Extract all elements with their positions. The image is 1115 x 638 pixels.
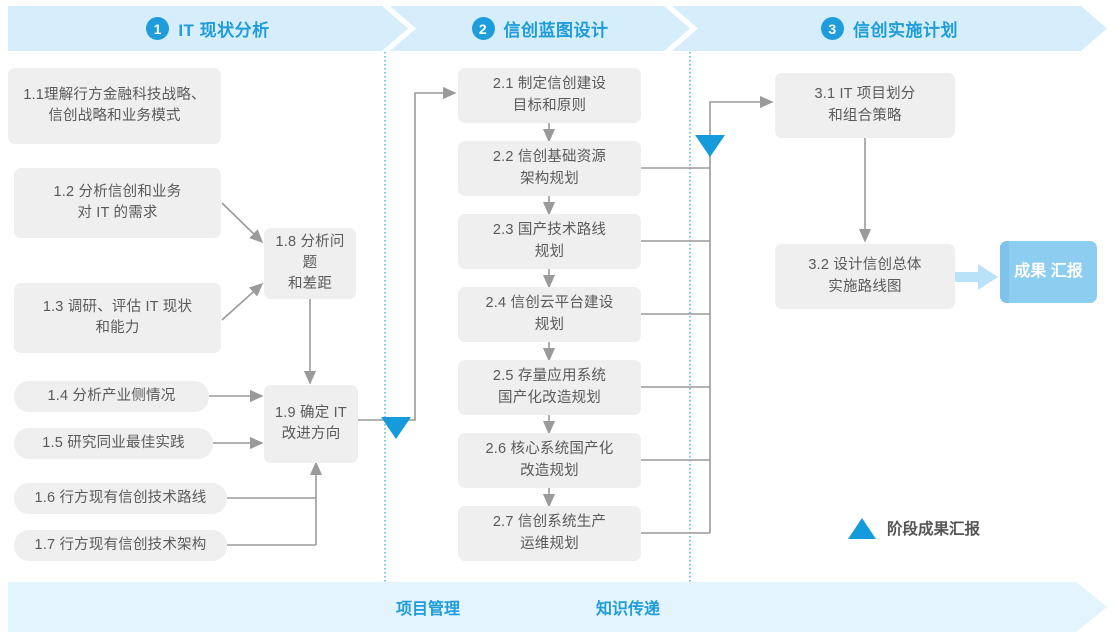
node-1-6-line1: 1.6 行方现有信创技术路线 (34, 489, 207, 506)
node-1-4-line1: 1.4 分析产业侧情况 (47, 387, 176, 404)
node-2-3-line1: 2.3 国产技术路线 (492, 222, 607, 239)
node-2-5-line2: 国产化改造规划 (498, 389, 601, 406)
node-1-1-line2: 信创战略和业务模式 (48, 108, 181, 124)
phase-1-number: 1 (146, 17, 170, 40)
node-1-1[interactable]: 1.1理解行方金融科技战略、 信创战略和业务模式 (8, 68, 221, 144)
node-1-2-line1: 1.2 分析信创和业务 (53, 183, 182, 200)
node-3-2-line1: 3.2 设计信创总体 (808, 257, 922, 274)
node-2-6-line1: 2.6 核心系统国产化 (485, 441, 614, 458)
phase-1-title: IT 现状分析 (178, 21, 270, 40)
footer-banner-shape (8, 582, 1107, 632)
milestone-triangle-icon (848, 517, 876, 539)
phase-band-2-shape (390, 6, 690, 51)
node-1-2[interactable]: 1.2 分析信创和业务 对 IT 的需求 (14, 168, 221, 238)
node-1-9-line1: 1.9 确定 IT (275, 404, 347, 421)
node-1-8[interactable]: 1.8 分析问题 和差距 (264, 228, 356, 299)
node-1-8-line2: 和差距 (287, 276, 333, 292)
node-2-7-line2: 运维规划 (520, 535, 579, 552)
node-1-8-line1: 1.8 分析问题 (275, 233, 345, 271)
footer-item-0: 项目管理 (396, 601, 461, 618)
outcome-line2: 汇报 (1050, 262, 1083, 280)
node-2-5[interactable]: 2.5 存量应用系统 国产化改造规划 (458, 360, 641, 415)
phase-2-label: 2 信创蓝图设计 (390, 6, 690, 51)
legend-label: 阶段成果汇报 (887, 521, 981, 538)
node-1-9-line2: 改进方向 (281, 426, 341, 442)
node-2-1-line2: 目标和原则 (512, 97, 587, 114)
phase-3-title: 信创实施计划 (853, 21, 958, 40)
node-2-2-line1: 2.2 信创基础资源 (492, 149, 607, 166)
node-3-1-line2: 和组合策略 (828, 107, 902, 124)
phase-band-2: 2 信创蓝图设计 (390, 6, 690, 51)
node-1-7-line1: 1.7 行方现有信创技术架构 (34, 536, 207, 553)
node-1-2-line2: 对 IT 的需求 (77, 205, 158, 221)
node-3-2[interactable]: 3.2 设计信创总体 实施路线图 (775, 244, 955, 309)
phase-3-number: 3 (821, 17, 844, 40)
legend-milestone: 阶段成果汇报 (848, 517, 980, 539)
node-3-1[interactable]: 3.1 IT 项目划分 和组合策略 (775, 73, 955, 138)
node-2-7-line1: 2.7 信创系统生产 (492, 514, 607, 531)
phase-band-3: 3 信创实施计划 (672, 6, 1107, 51)
node-3-1-line1: 3.1 IT 项目划分 (814, 86, 916, 103)
footer-banner: 项目管理 知识传递 (8, 582, 1107, 632)
node-2-6[interactable]: 2.6 核心系统国产化 改造规划 (458, 433, 641, 488)
phase-band-1: 1 IT 现状分析 (8, 6, 408, 51)
outcome-line1: 成果 (1014, 262, 1047, 280)
footer-item-1: 知识传递 (596, 601, 661, 618)
node-1-5-line1: 1.5 研究同业最佳实践 (42, 434, 185, 451)
phase-band-3-shape (672, 6, 1107, 51)
node-1-3[interactable]: 1.3 调研、评估 IT 现状 和能力 (14, 283, 221, 353)
node-1-4[interactable]: 1.4 分析产业侧情况 (14, 381, 209, 412)
node-2-1-line1: 2.1 制定信创建设 (492, 76, 607, 93)
node-1-5[interactable]: 1.5 研究同业最佳实践 (14, 428, 213, 459)
node-2-1[interactable]: 2.1 制定信创建设 目标和原则 (458, 68, 641, 123)
node-1-9[interactable]: 1.9 确定 IT 改进方向 (264, 385, 358, 463)
node-2-2[interactable]: 2.2 信创基础资源 架构规划 (458, 141, 641, 196)
phase-3-label: 3 信创实施计划 (672, 6, 1107, 51)
node-2-4-line1: 2.4 信创云平台建设 (485, 295, 614, 312)
phase-1-label: 1 IT 现状分析 (8, 6, 408, 51)
node-2-4-line2: 规划 (534, 316, 565, 333)
node-2-7[interactable]: 2.7 信创系统生产 运维规划 (458, 506, 641, 561)
node-1-6[interactable]: 1.6 行方现有信创技术路线 (14, 483, 227, 514)
outcome-report-text: 成果 汇报 (1014, 262, 1082, 283)
phase-2-title: 信创蓝图设计 (503, 21, 609, 40)
node-2-6-line2: 改造规划 (520, 462, 579, 479)
node-2-4[interactable]: 2.4 信创云平台建设 规划 (458, 287, 641, 342)
node-1-1-line1: 1.1理解行方金融科技战略、 (23, 86, 206, 103)
node-3-2-line2: 实施路线图 (828, 278, 902, 295)
node-1-3-line2: 和能力 (95, 320, 140, 336)
node-2-3-line2: 规划 (534, 243, 565, 260)
node-2-3[interactable]: 2.3 国产技术路线 规划 (458, 214, 641, 269)
node-1-3-line1: 1.3 调研、评估 IT 现状 (42, 298, 193, 315)
node-1-7[interactable]: 1.7 行方现有信创技术架构 (14, 530, 227, 561)
node-2-2-line2: 架构规划 (520, 170, 579, 187)
phase-2-number: 2 (471, 17, 495, 40)
phase-band-1-shape (8, 6, 408, 51)
outcome-report-box[interactable]: 成果 汇报 (1000, 241, 1097, 303)
node-2-5-line1: 2.5 存量应用系统 (492, 368, 607, 385)
